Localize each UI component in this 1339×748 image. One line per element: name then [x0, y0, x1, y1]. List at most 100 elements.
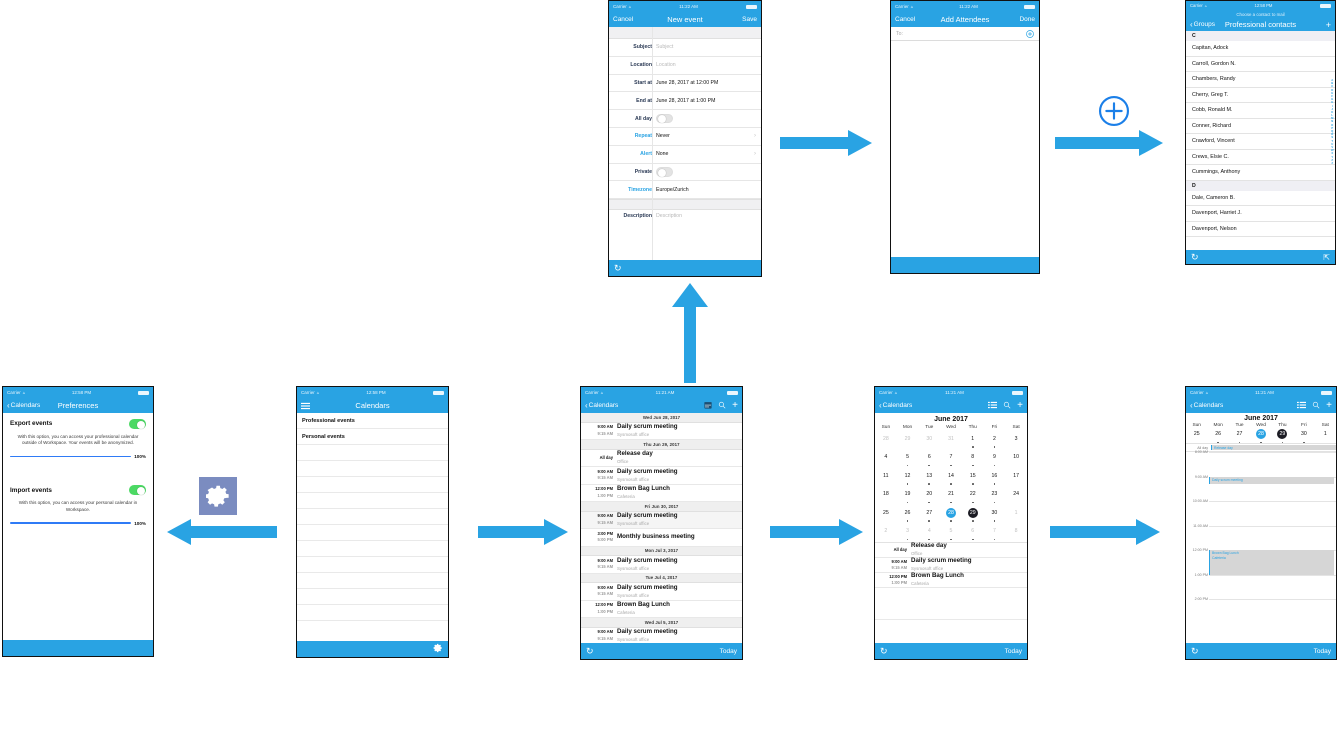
month-day-cell[interactable]: 9: [984, 450, 1006, 469]
start-at-value[interactable]: June 28, 2017 at 12:00 PM: [656, 79, 719, 86]
index-letter[interactable]: W: [1330, 149, 1334, 153]
month-day-cell[interactable]: 11: [875, 468, 897, 487]
cancel-button[interactable]: Cancel: [613, 16, 634, 23]
index-letter[interactable]: #: [1331, 161, 1333, 165]
cancel-button[interactable]: Cancel: [895, 16, 916, 23]
location-input[interactable]: Location: [656, 62, 676, 69]
form-row-start[interactable]: Start at June 28, 2017 at 12:00 PM: [609, 75, 761, 93]
form-row-allday[interactable]: All day: [609, 110, 761, 128]
index-letter[interactable]: O: [1331, 123, 1334, 127]
month-day-cell[interactable]: 1: [962, 431, 984, 450]
add-event-button[interactable]: +: [1017, 399, 1023, 411]
index-letter[interactable]: J: [1331, 107, 1333, 111]
month-day-cell[interactable]: 2: [875, 524, 897, 543]
all-day-toggle[interactable]: [656, 113, 673, 124]
export-events-slider[interactable]: 100%: [10, 447, 146, 459]
gear-icon[interactable]: [433, 643, 443, 655]
index-letter[interactable]: I: [1331, 104, 1333, 108]
index-letter[interactable]: Q: [1331, 130, 1334, 133]
hour-row[interactable]: 8:00 AM: [1186, 450, 1336, 477]
calendar-icon[interactable]: [704, 401, 712, 411]
hour-row[interactable]: 9:00 AM Daily scrum meeting: [1186, 475, 1336, 502]
contact-row[interactable]: Cummings, Anthony: [1186, 165, 1335, 181]
contact-row[interactable]: Davenport, Nelson: [1186, 222, 1335, 237]
refresh-icon[interactable]: ↻: [586, 645, 594, 656]
month-day-cell[interactable]: 21: [940, 487, 962, 506]
slider-track[interactable]: [10, 456, 132, 458]
month-day-cell[interactable]: 14: [940, 468, 962, 487]
month-day-cell[interactable]: 18: [875, 487, 897, 506]
month-day-cell[interactable]: 28: [875, 431, 897, 450]
refresh-icon[interactable]: ↻: [614, 262, 622, 273]
end-at-value[interactable]: June 28, 2017 at 1:00 PM: [656, 97, 716, 104]
add-contact-button[interactable]: +: [1325, 19, 1331, 30]
done-button[interactable]: Done: [1019, 16, 1035, 23]
today-button[interactable]: Today: [1004, 647, 1022, 655]
back-to-calendars-button[interactable]: ‹ Calendars: [879, 401, 912, 410]
list-icon[interactable]: [988, 401, 998, 411]
index-letter[interactable]: A: [1331, 79, 1334, 82]
hour-row[interactable]: 12:00 PM Brown Bag Lunch Cafeteria: [1186, 548, 1336, 575]
search-icon[interactable]: [718, 401, 726, 411]
calendar-item-personal[interactable]: Personal events: [297, 429, 448, 445]
index-letter[interactable]: N: [1331, 120, 1334, 124]
hour-row[interactable]: 2:00 PM: [1186, 597, 1336, 624]
contacts-list[interactable]: C Capitan, Adock Carroll, Gordon N. Cham…: [1186, 31, 1335, 250]
hour-row[interactable]: 11:00 AM: [1186, 524, 1336, 551]
month-day-cell[interactable]: 4: [918, 524, 940, 543]
refresh-icon[interactable]: ↻: [880, 645, 888, 656]
month-day-cell[interactable]: 19: [897, 487, 919, 506]
month-day-cell[interactable]: 22: [962, 487, 984, 506]
index-letter[interactable]: F: [1331, 94, 1334, 98]
index-letter[interactable]: V: [1331, 145, 1334, 149]
week-day-cell[interactable]: 27: [1229, 428, 1250, 444]
refresh-icon[interactable]: ↻: [1191, 251, 1199, 262]
month-day-cell[interactable]: 30: [984, 505, 1006, 524]
month-day-cell[interactable]: 30: [918, 431, 940, 450]
search-icon[interactable]: [1312, 401, 1320, 411]
index-letter[interactable]: X: [1331, 152, 1334, 156]
week-day-cell[interactable]: 25: [1186, 428, 1207, 443]
back-to-groups-button[interactable]: ‹ Groups: [1190, 20, 1215, 29]
month-day-cell[interactable]: 3: [1005, 431, 1027, 450]
index-letter[interactable]: Z: [1331, 158, 1334, 162]
today-button[interactable]: Today: [1313, 647, 1331, 655]
contact-row[interactable]: Conner, Richard: [1186, 119, 1335, 134]
month-day-cell[interactable]: 31: [940, 431, 962, 450]
form-row-description[interactable]: Description Description: [609, 210, 761, 219]
contact-row[interactable]: Capitan, Adock: [1186, 41, 1335, 57]
month-day-cell[interactable]: 6: [962, 524, 984, 543]
contact-row[interactable]: Crawford, Vincent: [1186, 134, 1335, 150]
month-day-cell[interactable]: 23: [984, 487, 1006, 506]
index-letter[interactable]: T: [1331, 139, 1334, 143]
hour-row[interactable]: 10:00 AM: [1186, 499, 1336, 526]
month-day-cell[interactable]: 16: [984, 468, 1006, 487]
month-day-cell[interactable]: 4: [875, 450, 897, 469]
month-day-cell[interactable]: 29: [962, 505, 984, 524]
back-to-calendars-button[interactable]: ‹ Calendars: [7, 401, 40, 410]
form-row-timezone[interactable]: Timezone Europe/Zurich: [609, 181, 761, 200]
share-icon[interactable]: ⇱: [1323, 252, 1330, 262]
form-row-location[interactable]: Location Location: [609, 57, 761, 75]
slider-track[interactable]: [10, 522, 132, 524]
contact-row[interactable]: Davenport, Harriet J.: [1186, 206, 1335, 222]
index-letter[interactable]: G: [1331, 98, 1334, 102]
form-row-end[interactable]: End at June 28, 2017 at 1:00 PM: [609, 92, 761, 111]
month-day-cell[interactable]: 6: [918, 450, 940, 469]
index-letter[interactable]: H: [1331, 101, 1334, 105]
form-row-repeat[interactable]: Repeat Never ›: [609, 128, 761, 146]
index-letter[interactable]: M: [1331, 117, 1334, 121]
month-day-cell[interactable]: 24: [1005, 487, 1027, 506]
hamburger-icon[interactable]: [301, 402, 310, 410]
